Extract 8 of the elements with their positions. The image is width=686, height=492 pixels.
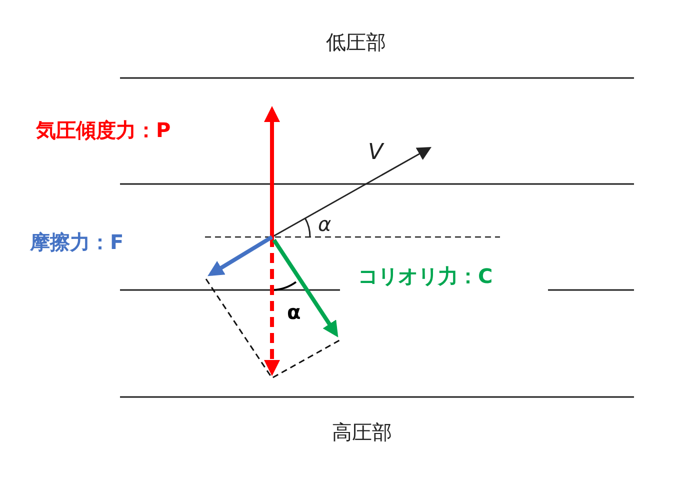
force-label: コリオリ力：C bbox=[358, 266, 493, 286]
region-label: 低圧部 bbox=[326, 32, 386, 52]
force-label: 気圧傾度力：P bbox=[36, 120, 171, 140]
angle-label: α bbox=[287, 302, 301, 322]
region-label: 高圧部 bbox=[332, 422, 392, 442]
vector-label: V bbox=[368, 142, 384, 164]
force-label: 摩擦力：F bbox=[30, 232, 124, 252]
angle-label: α bbox=[318, 214, 332, 234]
